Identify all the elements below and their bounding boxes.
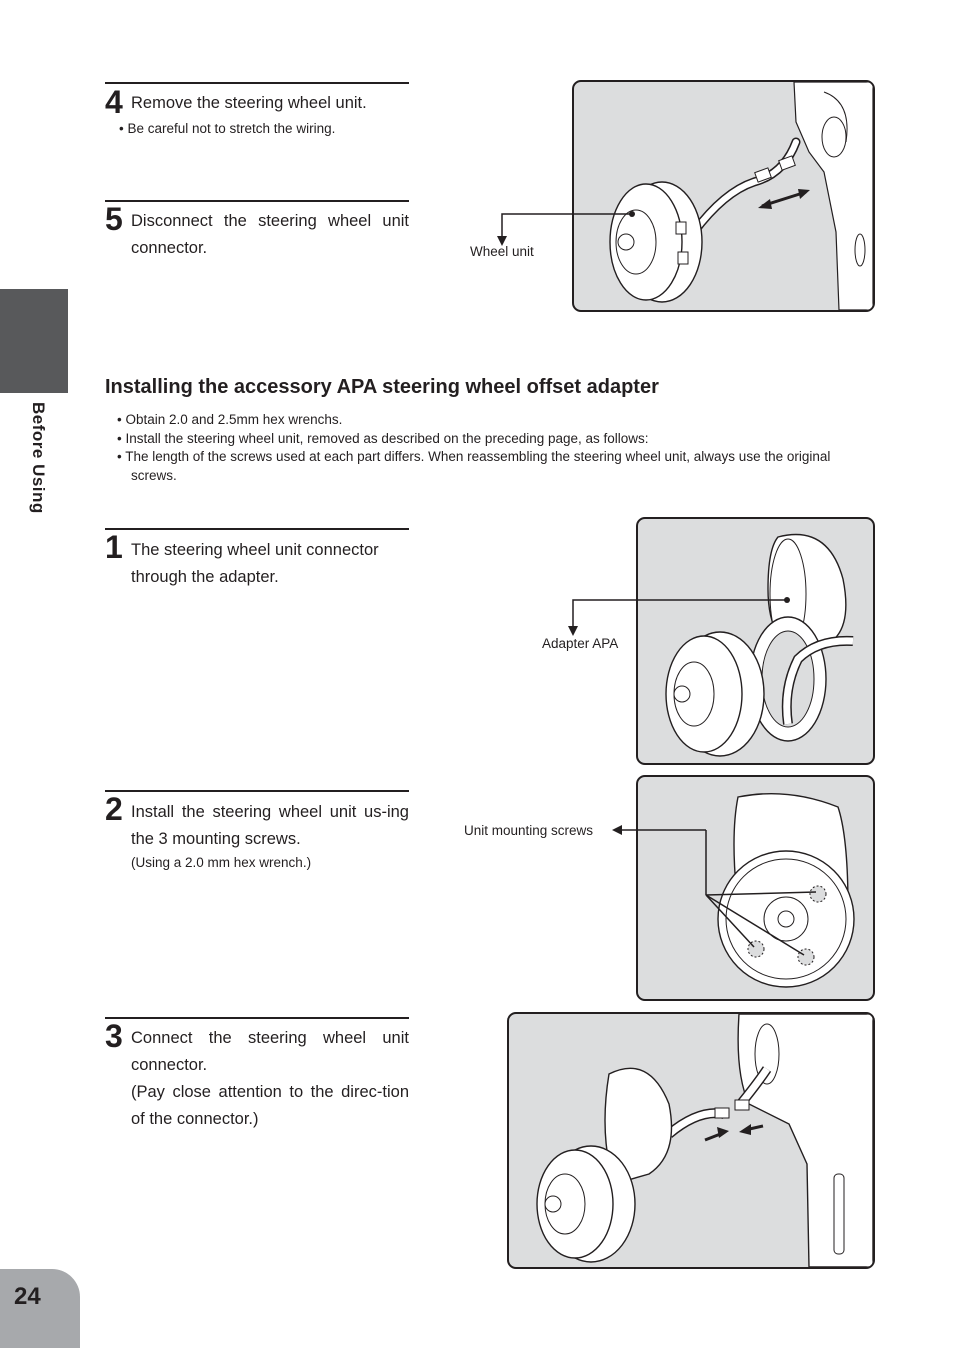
page-number: 24 xyxy=(14,1283,41,1310)
bullet-item: • The length of the screws used at each … xyxy=(117,449,831,483)
section-bullets: • Obtain 2.0 and 2.5mm hex wrenchs. • In… xyxy=(117,411,877,485)
unit-mounting-screws-callout: Unit mounting screws xyxy=(464,823,594,838)
adapter-apa-callout: Adapter APA xyxy=(542,636,619,651)
page-number-tab xyxy=(0,1269,80,1348)
step-5-number: 5 xyxy=(105,201,123,237)
bullet-item: • Install the steering wheel unit, remov… xyxy=(117,430,649,446)
step-3-text: Connect the steering wheel unit connecto… xyxy=(131,1029,409,1074)
step-3-text-note: (Pay close attention to the direc-tion o… xyxy=(131,1083,409,1128)
step-4-number: 4 xyxy=(105,84,123,120)
connect-connector-illustration xyxy=(536,1014,873,1267)
step-1-text: The steering wheel unit connector throug… xyxy=(131,541,379,586)
step-2-rule xyxy=(105,790,409,792)
figure-remove-wheel-unit xyxy=(572,80,875,312)
step-3-rule xyxy=(105,1017,409,1019)
adapter-apa-illustration xyxy=(665,533,854,757)
step-4-note: • Be careful not to stretch the wiring. xyxy=(119,121,336,136)
figure-adapter-apa xyxy=(636,517,875,765)
chapter-label: Before Using xyxy=(29,402,48,514)
step-2-number: 2 xyxy=(105,791,123,827)
chapter-tab xyxy=(0,289,68,393)
bullet-item: • Obtain 2.0 and 2.5mm hex wrenchs. xyxy=(117,412,343,427)
step-4-rule xyxy=(105,82,409,84)
step-1-number: 1 xyxy=(105,529,123,565)
wheel-unit-illustration xyxy=(609,82,873,310)
wheel-unit-callout: Wheel unit xyxy=(470,244,534,259)
step-2-note: (Using a 2.0 mm hex wrench.) xyxy=(131,855,312,870)
step-5-rule xyxy=(105,200,409,202)
figure-connect-connector xyxy=(507,1012,875,1269)
step-5-text: Disconnect the steering wheel unit conne… xyxy=(131,212,409,257)
step-3-number: 3 xyxy=(105,1018,123,1054)
figure-unit-mounting-screws xyxy=(636,775,875,1001)
section-title: Installing the accessory APA steering wh… xyxy=(105,376,659,398)
step-4-text: Remove the steering wheel unit. xyxy=(131,94,367,112)
step-2-text: Install the steering wheel unit us-ing t… xyxy=(131,803,409,848)
mounting-screws-illustration xyxy=(717,792,855,988)
step-1-rule xyxy=(105,528,409,530)
